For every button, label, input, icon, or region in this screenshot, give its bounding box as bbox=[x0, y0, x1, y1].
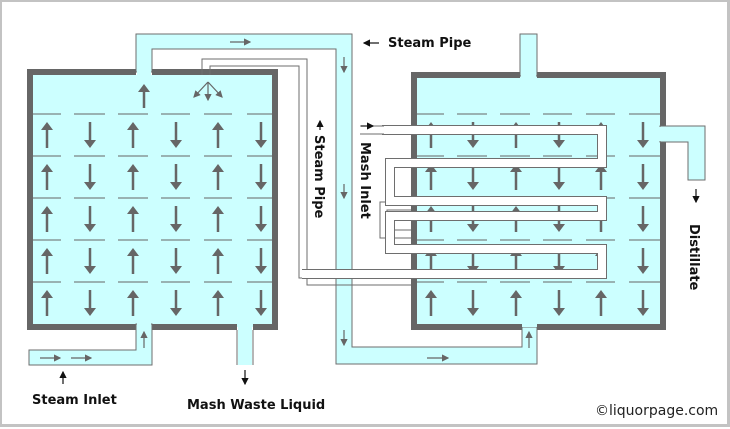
left-column bbox=[27, 68, 278, 330]
left-flow-arrow-icon-head bbox=[212, 248, 224, 256]
left-flow-arrow-icon-head bbox=[41, 164, 53, 172]
distillate-label: Distillate bbox=[686, 224, 701, 291]
left-flow-arrow-icon-head bbox=[84, 266, 96, 274]
left-flow-arrow-icon-head bbox=[84, 140, 96, 148]
left-flow-arrow-icon-head bbox=[127, 122, 139, 130]
right-flow-arrow-icon-head bbox=[637, 266, 649, 274]
right-flow-arrow-icon-head bbox=[553, 182, 565, 190]
mash-waste-pipe bbox=[236, 324, 254, 365]
right-flow-arrow-icon-head bbox=[637, 182, 649, 190]
left-flow-arrow-icon-head bbox=[127, 290, 139, 298]
left-flow-arrow-icon-head bbox=[84, 308, 96, 316]
left-flow-arrow-icon-head bbox=[212, 122, 224, 130]
left-flow-arrow-icon-head bbox=[255, 308, 267, 316]
mash-inlet-label: Mash Inlet bbox=[357, 142, 372, 219]
right-flow-arrow-icon-head bbox=[467, 308, 479, 316]
left-flow-arrow-icon-head bbox=[127, 206, 139, 214]
left-flow-arrow-icon-head bbox=[255, 224, 267, 232]
right-flow-arrow-icon-head bbox=[637, 224, 649, 232]
mash-spray-arrow-icon bbox=[193, 81, 209, 98]
left-flow-arrow-icon-head bbox=[41, 290, 53, 298]
labels: Steam Pipe Steam Pipe Mash Inlet Distill… bbox=[32, 36, 718, 419]
steam-pipe-top-label: Steam Pipe bbox=[388, 36, 472, 51]
right-flow-arrow-icon-head bbox=[467, 182, 479, 190]
mash-coil bbox=[302, 126, 606, 278]
left-flow-arrow-icon-head bbox=[127, 164, 139, 172]
right-flow-arrow-icon-head bbox=[553, 308, 565, 316]
left-vapor-up-arrow-icon-head bbox=[138, 84, 150, 92]
left-flow-arrow-icon-head bbox=[41, 206, 53, 214]
left-flow-arrow-icon-head bbox=[170, 308, 182, 316]
left-flow-arrow-icon-head bbox=[170, 266, 182, 274]
right-flow-arrow-icon-head bbox=[425, 290, 437, 298]
mash-spray-arrow-icon bbox=[207, 81, 223, 98]
left-flow-arrow-icon-head bbox=[255, 140, 267, 148]
steam-inlet-label: Steam Inlet bbox=[32, 393, 117, 408]
left-flow-arrow-icon-head bbox=[212, 164, 224, 172]
right-flow-arrow-icon-head bbox=[467, 224, 479, 232]
left-flow-arrow-icon-head bbox=[212, 290, 224, 298]
left-flow-arrow-icon-head bbox=[170, 182, 182, 190]
left-flow-arrow-icon-head bbox=[170, 224, 182, 232]
dynamic-layer bbox=[33, 38, 660, 362]
right-flow-arrow-icon-head bbox=[553, 224, 565, 232]
left-flow-arrow-icon-head bbox=[84, 224, 96, 232]
left-flow-arrow-icon-head bbox=[41, 122, 53, 130]
right-flow-arrow-icon-head bbox=[553, 140, 565, 148]
left-flow-arrow-icon-head bbox=[255, 182, 267, 190]
left-flow-arrow-icon-head bbox=[84, 182, 96, 190]
right-flow-arrow-icon-head bbox=[637, 140, 649, 148]
steam-pipe-vertical-label: Steam Pipe bbox=[311, 135, 326, 219]
left-flow-arrow-icon-head bbox=[127, 248, 139, 256]
watermark: ©liquorpage.com bbox=[595, 403, 718, 419]
mash-waste-label: Mash Waste Liquid bbox=[187, 398, 325, 413]
right-column bbox=[411, 33, 706, 330]
left-flow-arrow-icon-head bbox=[212, 206, 224, 214]
right-flow-arrow-icon-head bbox=[467, 140, 479, 148]
mash-inlet-stub-fill bbox=[361, 127, 385, 133]
left-flow-arrow-icon-head bbox=[255, 266, 267, 274]
left-flow-arrow-icon-head bbox=[41, 248, 53, 256]
right-flow-arrow-icon-head bbox=[637, 308, 649, 316]
right-flow-arrow-icon-head bbox=[510, 290, 522, 298]
right-flow-arrow-icon-head bbox=[595, 290, 607, 298]
left-flow-arrow-icon-head bbox=[170, 140, 182, 148]
